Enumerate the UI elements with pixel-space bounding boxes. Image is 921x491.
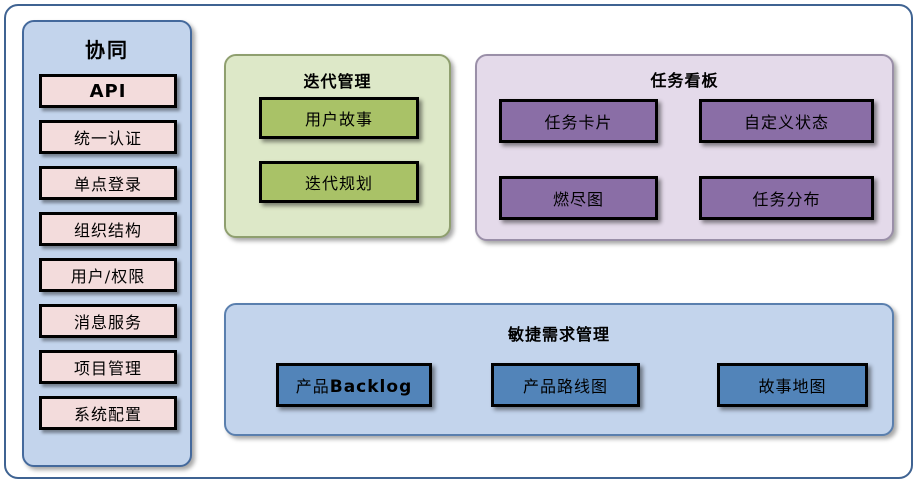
- panel-iteration-management[interactable]: 迭代管理 用户故事 迭代规划: [224, 54, 451, 238]
- agile-item-product-backlog-label-cn: 产品: [295, 377, 330, 396]
- taskboard-item-task-card[interactable]: 任务卡片: [499, 99, 658, 143]
- agile-item-product-roadmap[interactable]: 产品路线图: [491, 363, 640, 407]
- panel-agile-requirements[interactable]: 敏捷需求管理 产品Backlog 产品路线图 故事地图: [224, 303, 894, 436]
- agile-item-product-backlog-label-latin: Backlog: [329, 377, 413, 397]
- sidebar-item-org-structure[interactable]: 组织结构: [39, 212, 177, 246]
- sidebar-item-api[interactable]: API: [39, 74, 177, 108]
- iteration-item-iteration-planning[interactable]: 迭代规划: [259, 161, 419, 203]
- agile-item-product-backlog[interactable]: 产品Backlog: [276, 363, 432, 407]
- panel-task-board[interactable]: 任务看板 任务卡片 自定义状态 燃尽图 任务分布: [475, 54, 894, 241]
- sidebar-item-project-management[interactable]: 项目管理: [39, 350, 177, 384]
- architecture-diagram-frame: 协同 API 统一认证 单点登录 组织结构 用户/权限 消息服务 项目管理 系统…: [4, 4, 913, 479]
- panel-collaboration[interactable]: 协同 API 统一认证 单点登录 组织结构 用户/权限 消息服务 项目管理 系统…: [22, 20, 192, 467]
- taskboard-item-task-distribution[interactable]: 任务分布: [699, 176, 874, 220]
- taskboard-item-custom-status[interactable]: 自定义状态: [699, 99, 874, 143]
- panel-iteration-management-title: 迭代管理: [303, 72, 372, 91]
- panel-task-board-title: 任务看板: [650, 71, 719, 90]
- sidebar-item-message-service[interactable]: 消息服务: [39, 304, 177, 338]
- iteration-item-user-story[interactable]: 用户故事: [259, 97, 419, 139]
- panel-collaboration-title: 协同: [85, 38, 129, 62]
- sidebar-item-single-sign-on[interactable]: 单点登录: [39, 166, 177, 200]
- sidebar-item-unified-auth[interactable]: 统一认证: [39, 120, 177, 154]
- panel-agile-requirements-title: 敏捷需求管理: [507, 325, 610, 344]
- agile-item-story-map[interactable]: 故事地图: [717, 363, 868, 407]
- sidebar-item-system-config[interactable]: 系统配置: [39, 396, 177, 430]
- agile-item-product-backlog-label: 产品Backlog: [296, 373, 413, 397]
- taskboard-item-burndown-chart[interactable]: 燃尽图: [499, 176, 658, 220]
- sidebar-item-user-permissions[interactable]: 用户/权限: [39, 258, 177, 292]
- collaboration-item-list: API 统一认证 单点登录 组织结构 用户/权限 消息服务 项目管理 系统配置: [39, 74, 177, 442]
